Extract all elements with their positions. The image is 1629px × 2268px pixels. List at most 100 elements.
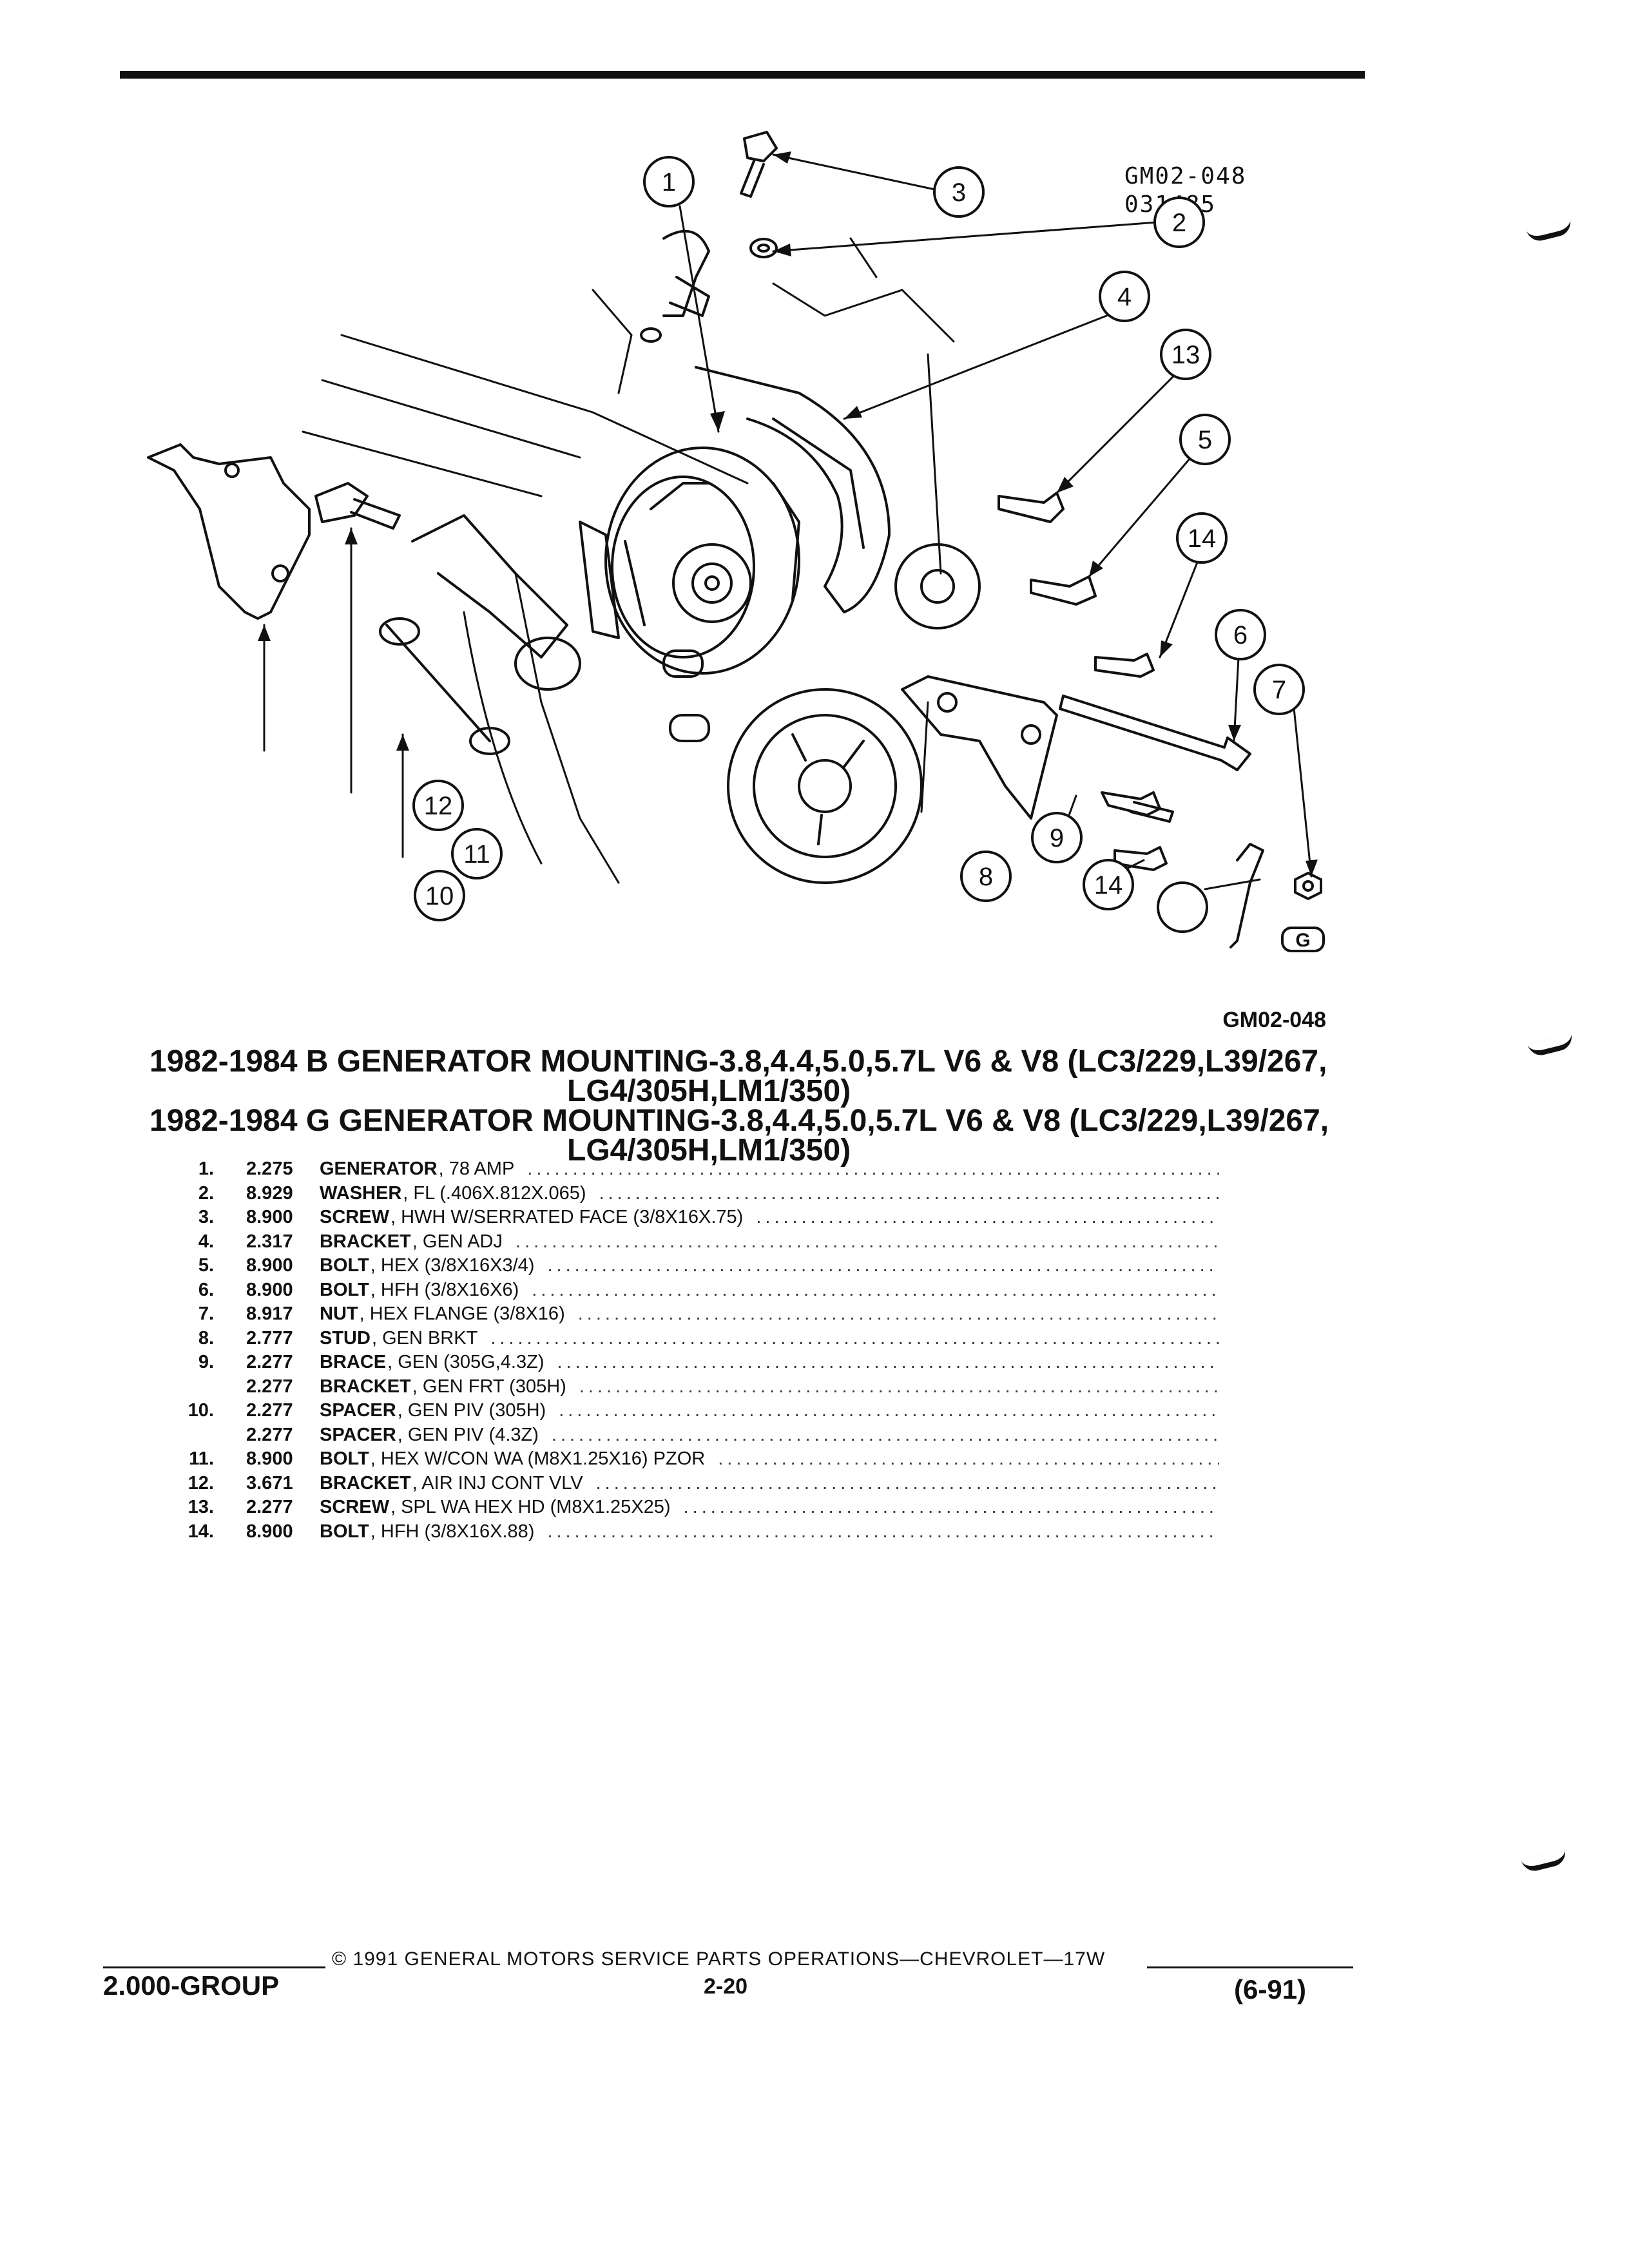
part-code: 2.317 xyxy=(246,1231,293,1252)
section-titles: 1982-1984 B GENERATOR MOUNTING-3.8,4.4,5… xyxy=(149,1044,1374,1166)
part-description: , 78 AMP xyxy=(438,1158,515,1179)
title-line: LG4/305H,LM1/350) xyxy=(567,1074,851,1108)
part-code: 2.277 xyxy=(246,1424,293,1445)
part-code: 8.929 xyxy=(246,1182,293,1204)
copyright-notice: © 1991 GENERAL MOTORS SERVICE PARTS OPER… xyxy=(332,1948,1106,1970)
part-code: 8.900 xyxy=(246,1521,293,1542)
part-code: 2.277 xyxy=(246,1352,293,1372)
part-code: 8.917 xyxy=(246,1303,293,1324)
svg-text:G: G xyxy=(1295,930,1310,951)
callout-7: 7 xyxy=(1272,676,1286,704)
callout-3: 3 xyxy=(952,178,966,207)
part-number: 11. xyxy=(189,1448,214,1469)
part-number: 13. xyxy=(188,1497,214,1517)
figure-code-bottom: GM02-048 xyxy=(1222,1008,1326,1032)
footer-rule-right xyxy=(1147,1966,1353,1968)
title-b-generator: 1982-1984 B GENERATOR MOUNTING-3.8,4.4,5… xyxy=(149,1044,1374,1108)
part-name: NUT xyxy=(320,1303,358,1324)
callout-2: 2 xyxy=(1172,209,1186,237)
part-row: 2.277 SPACER, GEN PIV (4.3Z).............… xyxy=(149,1423,1219,1448)
part-name: STUD xyxy=(320,1327,371,1349)
callout-13: 13 xyxy=(1171,341,1200,369)
part-description: , HEX (3/8X16X3/4) xyxy=(370,1255,535,1276)
part-name: BOLT xyxy=(320,1255,369,1276)
part-number: 2. xyxy=(198,1182,214,1204)
page-number: 2-20 xyxy=(704,1974,748,1999)
part-number: 1. xyxy=(198,1158,214,1179)
callout-8: 8 xyxy=(979,863,993,891)
leader-dots: ........................................… xyxy=(551,1424,1219,1445)
callout-5: 5 xyxy=(1198,426,1212,454)
part-name: SPACER xyxy=(320,1424,396,1445)
part-description: , GEN ADJ xyxy=(412,1231,503,1252)
part-description: , AIR INJ CONT VLV xyxy=(412,1472,583,1494)
part-description: , GEN PIV (305H) xyxy=(397,1400,546,1421)
part-code: 2.277 xyxy=(246,1497,293,1517)
leader-dots: ........................................… xyxy=(547,1255,1219,1276)
part-name: BRACKET xyxy=(320,1231,411,1252)
part-name: SCREW xyxy=(320,1207,389,1227)
part-name: BOLT xyxy=(320,1279,369,1300)
leader-dots: ........................................… xyxy=(527,1158,1219,1179)
part-description: , HWH W/SERRATED FACE (3/8X16X.75) xyxy=(390,1207,744,1227)
binder-mark xyxy=(1526,218,1574,244)
title-line: 1982-1984 B GENERATOR MOUNTING-3.8,4.4,5… xyxy=(149,1044,1327,1079)
part-description: , GEN (305G,4.3Z) xyxy=(387,1352,545,1372)
part-code: 2.275 xyxy=(246,1158,293,1179)
exploded-diagram: 1 3 2 4 13 5 14 6 7 9 8 14 12 11 10 G xyxy=(129,122,1353,979)
title-line: LG4/305H,LM1/350) xyxy=(567,1133,851,1168)
part-name: BOLT xyxy=(320,1521,369,1542)
part-code: 3.671 xyxy=(246,1472,293,1494)
part-code: 8.900 xyxy=(246,1207,293,1227)
footer-rule-left xyxy=(103,1966,325,1968)
callout-1: 1 xyxy=(662,168,676,197)
leader-dots: ........................................… xyxy=(595,1472,1219,1494)
top-rule xyxy=(120,71,1365,79)
part-name: BRACKET xyxy=(320,1472,411,1494)
part-number: 7. xyxy=(198,1303,214,1324)
part-code: 8.900 xyxy=(246,1279,293,1300)
part-name: BOLT xyxy=(320,1448,369,1469)
part-description: , GEN PIV (4.3Z) xyxy=(397,1424,539,1445)
part-name: WASHER xyxy=(320,1182,402,1204)
title-g-generator: 1982-1984 G GENERATOR MOUNTING-3.8,4.4,5… xyxy=(149,1106,1374,1166)
leader-dots: ........................................… xyxy=(683,1497,1219,1517)
part-number: 4. xyxy=(198,1231,214,1252)
part-description: , SPL WA HEX HD (M8X1.25X25) xyxy=(390,1497,671,1517)
part-name: BRACKET xyxy=(320,1376,411,1397)
leader-dots: ........................................… xyxy=(532,1279,1219,1300)
leader-dots: ........................................… xyxy=(718,1448,1219,1469)
part-number: 3. xyxy=(198,1207,214,1227)
part-row: 4. 2.317 BRACKET, GEN ADJ.................… xyxy=(149,1230,1219,1254)
leader-dots: ........................................… xyxy=(515,1231,1219,1252)
callout-10: 10 xyxy=(425,882,454,910)
part-number: 9. xyxy=(198,1352,214,1372)
part-code: 2.777 xyxy=(246,1327,293,1349)
parts-list: 1. 2.275 GENERATOR, 78 AMP................… xyxy=(149,1157,1219,1544)
callout-4: 4 xyxy=(1117,283,1132,311)
part-number: 12. xyxy=(188,1472,214,1494)
part-number: 10. xyxy=(188,1400,214,1421)
part-description: , FL (.406X.812X.065) xyxy=(403,1182,586,1204)
leader-dots: ........................................… xyxy=(577,1303,1219,1324)
figure-code-line: GM02-048 xyxy=(1124,163,1247,189)
part-description: , GEN FRT (305H) xyxy=(412,1376,566,1397)
part-description: , HFH (3/8X16X.88) xyxy=(370,1521,535,1542)
leader-dots: ........................................… xyxy=(559,1400,1219,1421)
binder-mark xyxy=(1521,1849,1568,1874)
part-row: 3. 8.900 SCREW, HWH W/SERRATED FACE (3/8X1… xyxy=(149,1206,1219,1230)
callout-6: 6 xyxy=(1233,621,1248,649)
leader-dots: ........................................… xyxy=(557,1352,1219,1372)
callout-9: 9 xyxy=(1050,824,1064,852)
part-name: GENERATOR xyxy=(320,1158,438,1179)
part-description: , HFH (3/8X16X6) xyxy=(370,1279,519,1300)
